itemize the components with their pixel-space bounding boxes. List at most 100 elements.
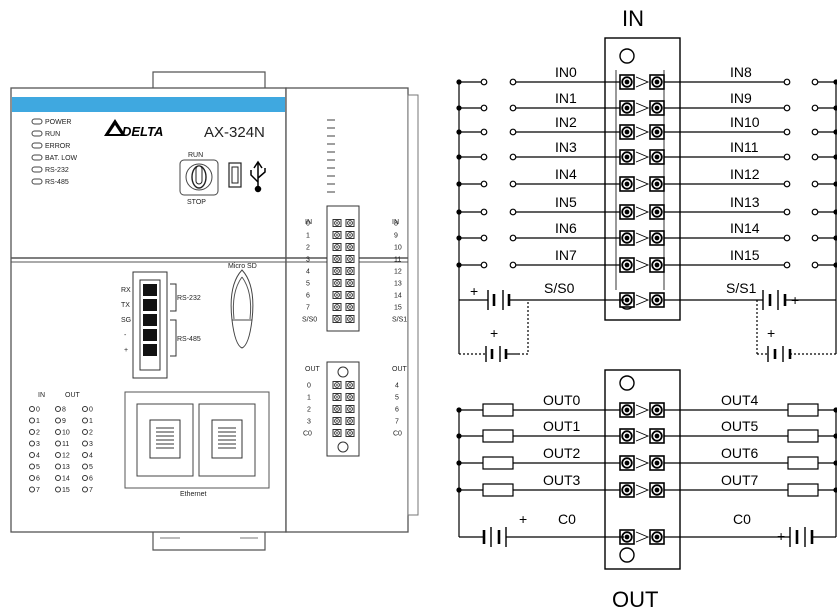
small-screw [345,243,355,251]
io-led [29,475,35,481]
small-in-left-label: 5 [306,281,310,288]
run-stop-switch[interactable]: RUN STOP [179,152,219,206]
in-right-label: IN12 [730,166,760,182]
small-screw [332,381,342,389]
terminal-screw [619,74,635,90]
terminal-screw [649,124,665,140]
terminal-screw [619,124,635,140]
in-left-label: IN3 [555,139,577,155]
io-led-label: 5 [89,464,93,471]
switch-contact [509,78,517,86]
svg-text:Micro SD: Micro SD [228,263,257,270]
in-right-label: IN13 [730,194,760,210]
io-led [55,475,61,481]
io-led [82,463,88,470]
svg-text:OUT: OUT [305,366,321,373]
led-rs485: RS-485 [31,178,69,186]
terminal-screw [649,529,665,545]
io-led-label: 8 [62,407,66,414]
in-left-label: IN7 [555,247,577,263]
small-in-right-label: 11 [394,257,401,264]
in-left-label: IN6 [555,220,577,236]
terminal-screw [649,230,665,246]
switch-contact [480,153,488,161]
small-screw [332,303,342,311]
in-right-label: IN14 [730,220,760,236]
io-led-label: 3 [36,441,40,448]
io-led-label: 10 [62,430,70,437]
io-led-label: 1 [36,418,40,425]
switch-contact [783,180,791,188]
svg-text:-: - [124,332,127,339]
io-led-label: 14 [62,476,70,483]
io-led-label: 3 [89,441,93,448]
switch-contact [783,153,791,161]
switch-contact [811,180,819,188]
switch-contact [783,208,791,216]
small-in-left-label: 0 [306,221,310,228]
in-right-label: IN10 [730,114,760,130]
svg-text:POWER: POWER [45,119,71,126]
io-led [29,406,35,412]
small-screw [345,405,355,413]
small-screw [345,219,355,227]
small-out-left-label: 2 [307,407,311,414]
io-led-label: 9 [62,418,66,425]
small-screw [332,219,342,227]
small-screw [332,267,342,275]
terminal-screw [619,100,635,116]
svg-text:OUT: OUT [392,366,408,373]
plus-sign-left: + [470,283,478,299]
in-left-label: IN4 [555,166,577,182]
svg-text:RS-485: RS-485 [177,336,201,343]
switch-contact [480,104,488,112]
io-led-label: 5 [36,464,40,471]
svg-text:TX: TX [121,302,130,309]
terminal-screw [649,204,665,220]
in-left-label: IN0 [555,64,577,80]
io-led-label: 4 [36,453,40,460]
small-screw [332,291,342,299]
io-led [29,440,35,447]
switch-contact [811,78,819,86]
small-in-left-label: 1 [306,233,310,240]
led-power: POWER [31,118,71,126]
microsd-slot[interactable]: Micro SD [228,263,257,349]
load-resistor [787,456,819,470]
in-right-label: S/S1 [726,280,757,296]
small-screw [332,429,342,437]
plus-sign-left-alt: + [490,325,498,341]
delta-logo: DELTA AX-324N [104,119,265,141]
switch-contact [480,180,488,188]
io-led-label: 2 [36,430,40,437]
switch-contact [509,104,517,112]
switch-contact [509,234,517,242]
small-out-right-label: 6 [395,407,399,414]
plus-sign-right: + [791,292,799,308]
terminal-screw [619,149,635,165]
io-led-label: 4 [89,453,93,460]
svg-text:IN: IN [38,392,45,399]
io-led [55,452,61,458]
io-led-label: 12 [62,453,70,460]
small-out-left-label: C0 [303,431,312,438]
ethernet-ports[interactable]: Ethernet [124,391,270,498]
out-right-label: OUT7 [721,472,759,488]
small-screw [345,279,355,287]
small-screw [345,255,355,263]
usb-port[interactable] [228,162,242,188]
small-screw [332,393,342,401]
io-led-label: 6 [36,476,40,483]
io-led [55,417,61,424]
svg-text:OUT: OUT [65,392,81,399]
led-error: ERROR [31,142,70,150]
svg-text:BAT. LOW: BAT. LOW [45,155,78,162]
switch-contact [509,180,517,188]
svg-text:RS-232: RS-232 [177,295,201,302]
io-led [55,429,61,435]
terminal-screw [619,204,635,220]
io-led-label: 1 [89,418,93,425]
